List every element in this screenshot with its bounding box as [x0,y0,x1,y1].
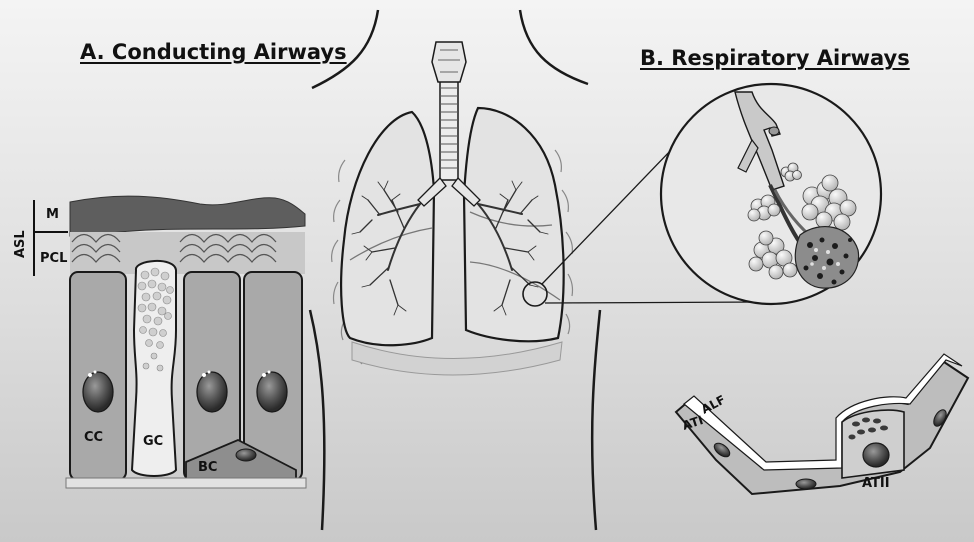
label-gc: GC [143,434,163,449]
label-m: M [46,207,59,222]
capillary-network [795,227,858,289]
left-lung [341,112,434,345]
label-pcl: PCL [40,251,67,266]
label-bc: BC [198,460,217,475]
alveolar-epithelium [676,354,968,494]
label-atii: ATII [862,476,890,491]
alveoli-magnified [661,84,881,304]
label-cc: CC [84,430,103,445]
conducting-epithelium [34,196,306,488]
mucus-layer [70,196,305,236]
label-asl: ASL [13,230,28,258]
